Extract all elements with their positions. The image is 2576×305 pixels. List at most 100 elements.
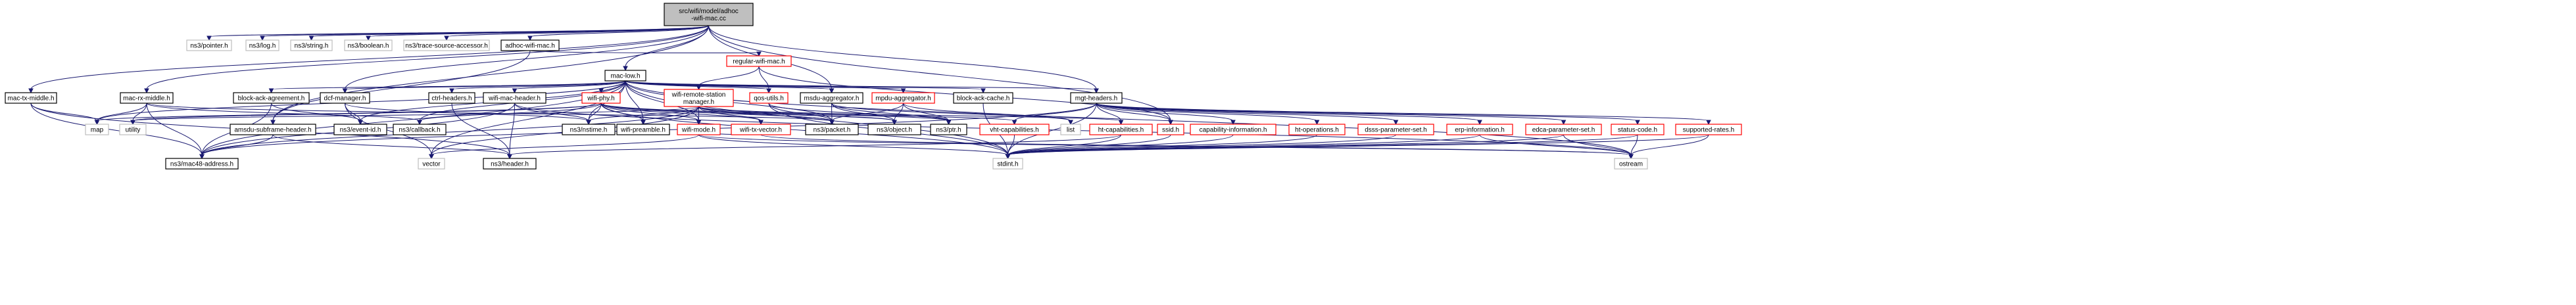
- node-label: ostream: [1619, 161, 1643, 168]
- node-label: amsdu-subframe-header.h: [234, 127, 311, 134]
- node-label: wifi-remote-station: [671, 91, 726, 99]
- node-wifi-phy[interactable]: wifi-phy.h: [581, 92, 621, 104]
- edge-mac_low-to-dcf_manager: [342, 80, 626, 94]
- node-label: ns3/ptr.h: [936, 127, 961, 134]
- node-label: -wifi-mac.cc: [691, 15, 726, 22]
- node-label: ctrl-headers.h: [431, 95, 472, 103]
- node-label: ns3/packet.h: [814, 127, 851, 134]
- node-label: ns3/pointer.h: [190, 43, 228, 50]
- node-mgt-headers[interactable]: mgt-headers.h: [1070, 92, 1123, 104]
- node-ns3-mac48[interactable]: ns3/mac48-address.h: [165, 158, 239, 170]
- node-ns3-ptr[interactable]: ns3/ptr.h: [930, 124, 967, 135]
- edge-root-to-dcf_manager: [342, 25, 709, 94]
- node-ns3-boolean: ns3/boolean.h: [344, 39, 393, 51]
- node-label: mac-rx-middle.h: [123, 95, 170, 103]
- node-label: ns3/boolean.h: [348, 43, 389, 50]
- edge-mac_low-to-wifi_mac_header: [512, 80, 626, 94]
- node-ht-capabilities[interactable]: ht-capabilities.h: [1089, 124, 1153, 135]
- node-label: mac-tx-middle.h: [7, 95, 54, 103]
- node-adhoc-wifi-mac[interactable]: adhoc-wifi-mac.h: [500, 39, 560, 51]
- node-ns3-header[interactable]: ns3/header.h: [483, 158, 537, 170]
- node-ssid[interactable]: ssid.h: [1157, 124, 1184, 135]
- node-label: mgt-headers.h: [1075, 95, 1117, 103]
- node-label: ns3/callback.h: [399, 127, 440, 134]
- node-label: ht-operations.h: [1295, 127, 1339, 134]
- node-label: src/wifi/model/adhoc: [679, 8, 739, 15]
- node-stdint: stdint.h: [992, 158, 1023, 170]
- node-list: list: [1060, 124, 1081, 135]
- node-erp-information[interactable]: erp-information.h: [1446, 124, 1513, 135]
- edge-root-to-ns3_boolean: [366, 25, 709, 41]
- node-block-ack-agreement[interactable]: block-ack-agreement.h: [233, 92, 310, 104]
- node-label: dcf-manager.h: [324, 95, 366, 103]
- edge-mac_low-to-block_ack_cache: [625, 80, 986, 94]
- edge-mgt_headers-to-edca_parameter_set: [1096, 103, 1567, 126]
- node-label: manager.h: [683, 99, 714, 106]
- edge-mpdu_aggregator-to-list: [903, 103, 1073, 126]
- edge-mac_low-to-qos_utils: [625, 80, 771, 94]
- node-status-code[interactable]: status-code.h: [1611, 124, 1665, 135]
- node-ctrl-headers[interactable]: ctrl-headers.h: [428, 92, 475, 104]
- node-amsdu-subframe-header[interactable]: amsdu-subframe-header.h: [230, 124, 316, 135]
- node-label: edca-parameter-set.h: [1532, 127, 1595, 134]
- node-vht-capabilities[interactable]: vht-capabilities.h: [979, 124, 1050, 135]
- node-label: ns3/string.h: [295, 43, 329, 50]
- edge-wifi_mode-to-ostream: [698, 134, 1634, 160]
- node-map: map: [85, 124, 109, 135]
- edge-supported_rates-to-ostream: [1628, 134, 1709, 160]
- node-edca-parameter-set[interactable]: edca-parameter-set.h: [1525, 124, 1602, 135]
- node-label: block-ack-agreement.h: [238, 95, 305, 103]
- edge-mpdu_aggregator-to-ns3_packet: [829, 103, 904, 126]
- node-qos-utils[interactable]: qos-utils.h: [749, 92, 789, 104]
- node-vector: vector: [418, 158, 445, 170]
- node-label: block-ack-cache.h: [957, 95, 1010, 103]
- edge-mgt_headers-to-erp_information: [1096, 103, 1482, 126]
- node-mpdu-aggregator[interactable]: mpdu-aggregator.h: [871, 92, 935, 104]
- edge-mpdu_aggregator-to-ns3_ptr: [903, 103, 952, 126]
- node-label: capability-information.h: [1200, 127, 1267, 134]
- edge-mgt_headers-to-ssid: [1096, 103, 1173, 126]
- node-label: msdu-aggregator.h: [804, 95, 860, 103]
- node-label: regular-wifi-mac.h: [733, 59, 785, 66]
- edge-wifi_remote_station_manager-to-wifi_tx_vector: [698, 106, 764, 126]
- node-block-ack-cache[interactable]: block-ack-cache.h: [953, 92, 1013, 104]
- node-label: stdint.h: [997, 161, 1018, 168]
- node-label: wifi-phy.h: [587, 95, 615, 103]
- node-supported-rates[interactable]: supported-rates.h: [1675, 124, 1742, 135]
- node-wifi-mode[interactable]: wifi-mode.h: [677, 124, 721, 135]
- edge-root-to-mac_low: [623, 25, 709, 72]
- node-label: dsss-parameter-set.h: [1365, 127, 1426, 134]
- node-ns3-callback[interactable]: ns3/callback.h: [393, 124, 447, 135]
- node-label: supported-rates.h: [1683, 127, 1734, 134]
- edge-root-to-adhoc_wifi_mac: [527, 25, 709, 41]
- node-mac-low[interactable]: mac-low.h: [604, 70, 646, 82]
- node-wifi-tx-vector[interactable]: wifi-tx-vector.h: [731, 124, 791, 135]
- node-wifi-preamble[interactable]: wifi-preamble.h: [616, 124, 670, 135]
- node-msdu-aggregator[interactable]: msdu-aggregator.h: [800, 92, 863, 104]
- node-capability-information[interactable]: capability-information.h: [1190, 124, 1276, 135]
- node-mac-rx-middle[interactable]: mac-rx-middle.h: [120, 92, 174, 104]
- node-dsss-parameter-set[interactable]: dsss-parameter-set.h: [1357, 124, 1434, 135]
- node-mac-tx-middle[interactable]: mac-tx-middle.h: [5, 92, 57, 104]
- node-ht-operations[interactable]: ht-operations.h: [1288, 124, 1346, 135]
- node-ns3-packet[interactable]: ns3/packet.h: [805, 124, 859, 135]
- edge-root-to-mac_tx_middle: [28, 25, 709, 94]
- node-root[interactable]: src/wifi/model/adhoc-wifi-mac.cc: [664, 3, 754, 26]
- node-dcf-manager[interactable]: dcf-manager.h: [320, 92, 370, 104]
- edge-mac_low-to-mgt_headers: [625, 80, 1099, 94]
- edge-ht_capabilities-to-ns3_header: [507, 134, 1121, 160]
- edge-mac_rx_middle-to-ns3_callback: [146, 103, 422, 126]
- edge-mgt_headers-to-supported_rates: [1096, 103, 1711, 126]
- edge-mac_low-to-msdu_aggregator: [625, 80, 835, 94]
- node-ns3-object[interactable]: ns3/object.h: [867, 124, 921, 135]
- node-ns3-event-id[interactable]: ns3/event-id.h: [333, 124, 387, 135]
- node-ns3-nstime[interactable]: ns3/nstime.h: [562, 124, 616, 135]
- edge-mgt_headers-to-ht_operations: [1096, 103, 1320, 126]
- node-ns3-trace: ns3/trace-source-accessor.h: [403, 39, 490, 51]
- node-wifi-mac-header[interactable]: wifi-mac-header.h: [483, 92, 547, 104]
- node-label: ns3/nstime.h: [570, 127, 608, 134]
- node-regular-wifi-mac[interactable]: regular-wifi-mac.h: [726, 55, 792, 67]
- edge-amsdu_subframe_header-to-ns3_mac48: [199, 134, 274, 160]
- edge-root-to-mac_rx_middle: [144, 25, 709, 94]
